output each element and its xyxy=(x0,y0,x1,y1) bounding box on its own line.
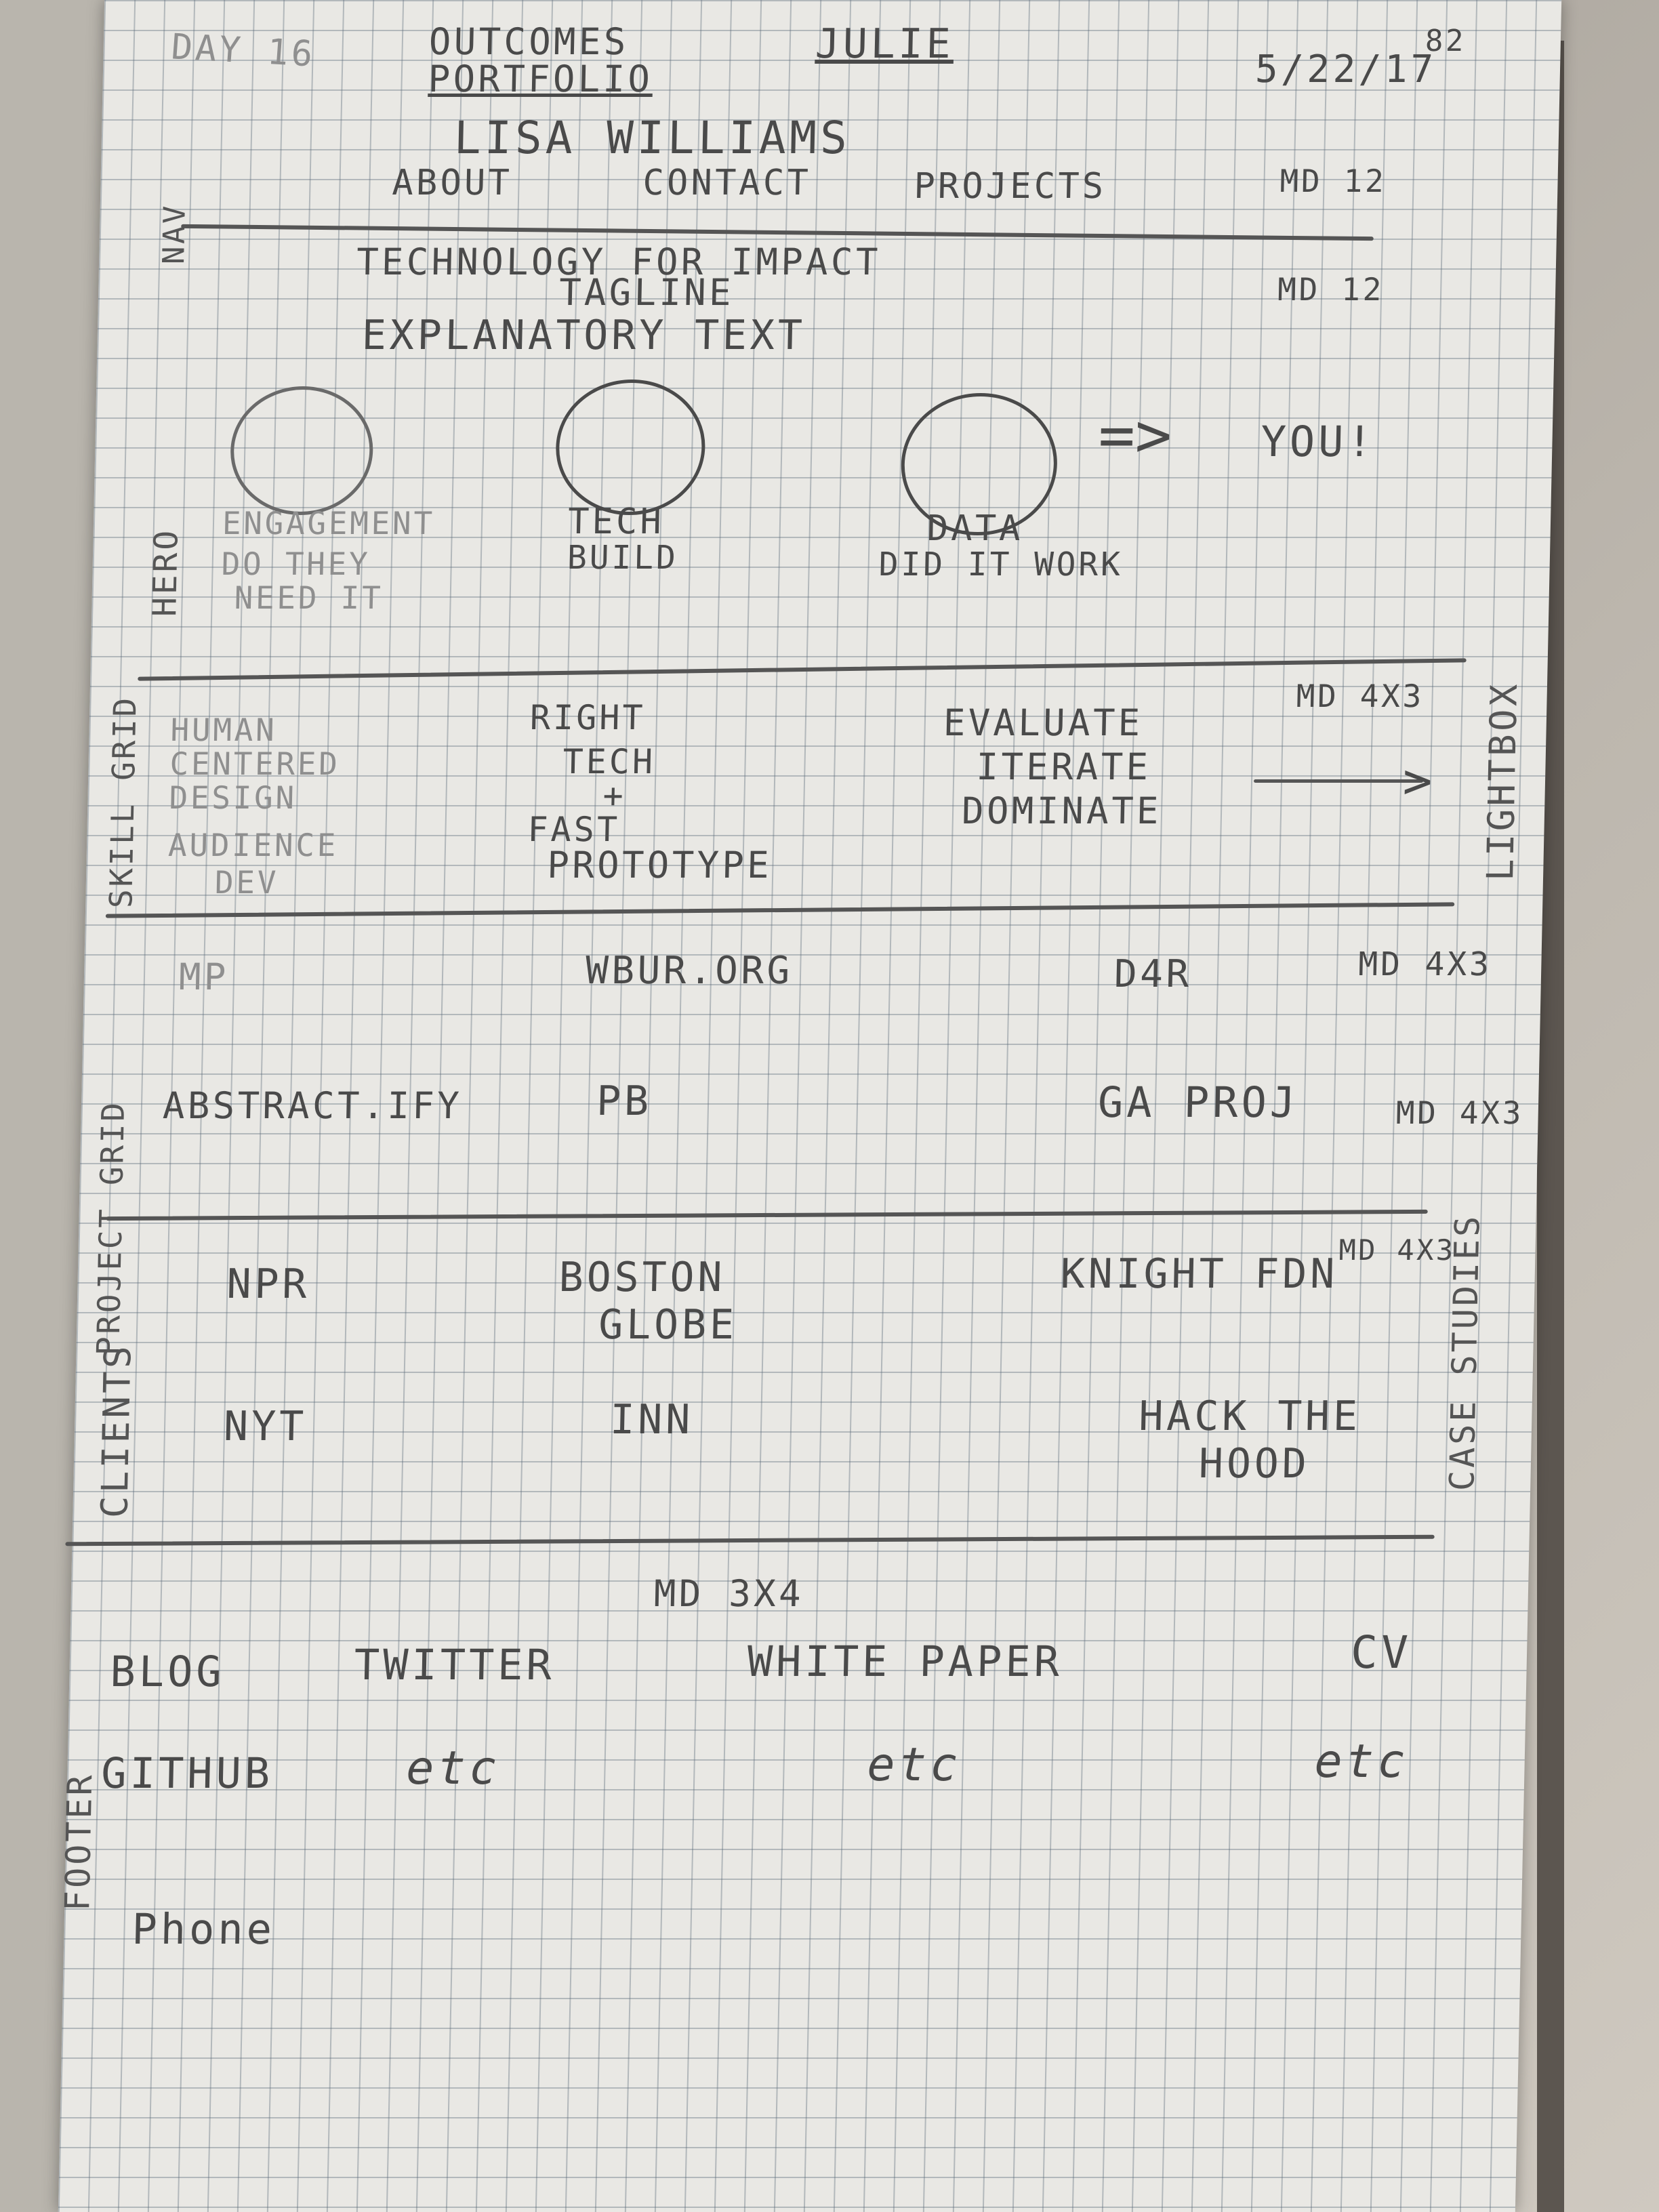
nav-divider xyxy=(181,224,1374,241)
client-nyt: NYT xyxy=(223,1403,308,1450)
page-number: 82 xyxy=(1425,24,1467,58)
hero-arrow: => xyxy=(1097,400,1173,471)
skill-centered: CENTERED xyxy=(169,745,341,782)
skill-prototype: PROTOTYPE xyxy=(546,844,773,886)
lightbox-arrow-line xyxy=(1253,779,1424,783)
project-row1-note: MD 4X3 xyxy=(1357,945,1492,983)
skill-iterate: ITERATE xyxy=(975,745,1151,788)
tech-build-label: BUILD xyxy=(567,539,679,577)
client-npr: NPR xyxy=(226,1261,311,1308)
project-d4r: D4R xyxy=(1113,952,1193,996)
project-wbur: WBUR.ORG xyxy=(585,949,794,993)
skill-grid-side-label: SKILL GRID xyxy=(102,695,144,908)
site-name: LISA WILLIAMS xyxy=(453,112,851,164)
footer-github: GITHUB xyxy=(100,1748,274,1798)
skill-audience: AUDIENCE xyxy=(167,827,339,863)
project-grid-side-label: PROJECT GRID xyxy=(89,1100,132,1356)
tech-label: TECH xyxy=(567,501,665,542)
footer-cv: CV xyxy=(1350,1626,1412,1679)
data-question-label: DID IT WORK xyxy=(878,546,1124,583)
project-abstractify: ABSTRACT.IFY xyxy=(162,1084,463,1127)
engagement-label: ENGAGEMENT xyxy=(222,505,436,541)
client-hack-the: HACK THE xyxy=(1138,1393,1361,1440)
skill-dominate: DOMINATE xyxy=(961,790,1162,832)
project-mp: MP xyxy=(178,956,230,998)
footer-etc-3: etc xyxy=(1313,1735,1410,1788)
author-name: JULIE xyxy=(815,20,955,68)
client-knight-fdn: KNIGHT FDN xyxy=(1060,1250,1338,1298)
hero-tagline: TAGLINE xyxy=(558,271,735,314)
title-line-2: PORTFOLIO xyxy=(428,58,653,100)
footer-blog: BLOG xyxy=(109,1647,226,1696)
engagement-question: DO THEY xyxy=(221,546,371,582)
nav-link-projects: PROJECTS xyxy=(913,166,1107,207)
skill-dev: DEV xyxy=(214,864,279,901)
engagement-need: NEED IT xyxy=(234,579,384,616)
hero-grid-note: MD 12 xyxy=(1277,271,1385,308)
footer-etc-2: etc xyxy=(866,1738,962,1792)
nav-link-contact: CONTACT xyxy=(642,163,812,203)
footer-white-paper: WHITE PAPER xyxy=(747,1637,1063,1686)
skill-grid-divider xyxy=(105,902,1455,918)
skill-evaluate: EVALUATE xyxy=(943,701,1144,744)
project-ga-proj: GA PROJ xyxy=(1097,1078,1299,1127)
project-grid-divider xyxy=(106,1209,1428,1221)
case-studies-label: CASE STUDIES xyxy=(1442,1213,1488,1491)
project-row2-note: MD 4X3 xyxy=(1395,1094,1524,1131)
skill-design: DESIGN xyxy=(168,779,298,816)
clients-grid-note: MD 4X3 xyxy=(1338,1233,1456,1267)
notebook-page: DAY 16 OUTCOMES PORTFOLIO JULIE 5/22/17 … xyxy=(58,0,1562,2212)
lightbox-label: LIGHTBOX xyxy=(1478,681,1526,881)
clients-divider xyxy=(65,1534,1435,1547)
hero-explanatory-text: EXPLANATORY TEXT xyxy=(361,312,806,359)
footer-twitter: TWITTER xyxy=(353,1640,556,1689)
nav-side-label: NAV xyxy=(157,203,192,264)
project-pb: PB xyxy=(596,1078,653,1125)
nav-grid-note: MD 12 xyxy=(1279,163,1387,199)
day-label: DAY 16 xyxy=(169,26,317,75)
lightbox-arrow-head: > xyxy=(1402,752,1437,809)
footer-side-label: FOOTER xyxy=(58,1772,100,1911)
client-inn: INN xyxy=(609,1396,694,1443)
footer-etc-1: etc xyxy=(405,1742,501,1795)
engagement-circle xyxy=(229,386,375,515)
date-label: 5/22/17 xyxy=(1254,47,1437,91)
client-boston: BOSTON xyxy=(558,1254,726,1301)
hero-divider xyxy=(138,658,1467,681)
skill-right: RIGHT xyxy=(529,698,647,737)
clients-side-label: CLIENTS xyxy=(93,1343,140,1518)
client-hood: HOOD xyxy=(1198,1440,1311,1488)
skill-human: HUMAN xyxy=(170,712,278,748)
title-line-1: OUTCOMES xyxy=(428,20,630,63)
hero-side-label: HERO xyxy=(146,528,186,617)
data-label: DATA xyxy=(926,508,1024,549)
you-label: YOU! xyxy=(1260,417,1376,466)
skill-grid-note: MD 4X3 xyxy=(1296,678,1425,714)
client-globe: GLOBE xyxy=(598,1301,738,1349)
footer-phone: Phone xyxy=(131,1904,276,1954)
footer-grid-note: MD 3X4 xyxy=(653,1572,804,1615)
nav-link-about: ABOUT xyxy=(391,163,513,203)
tech-circle xyxy=(554,380,707,515)
